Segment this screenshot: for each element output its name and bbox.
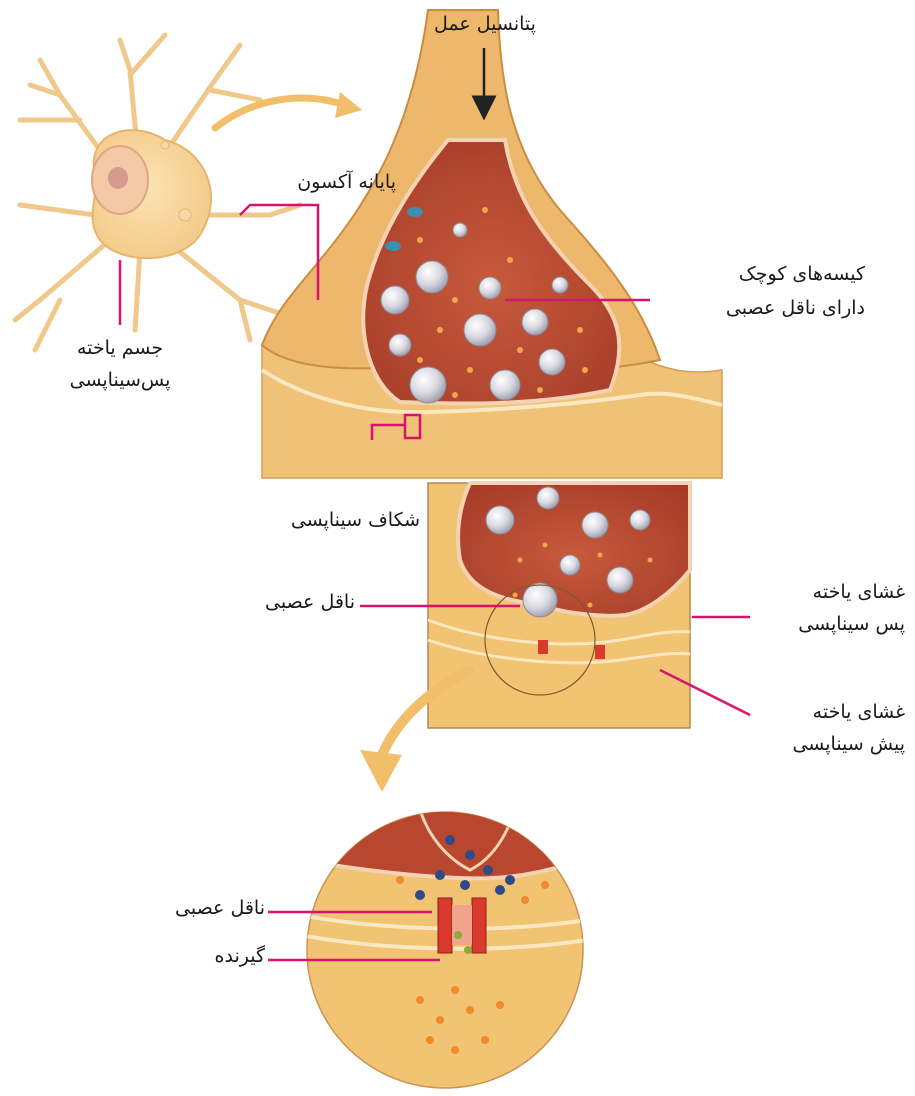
postsynaptic-membrane-label: غشای یاخته پس سیناپسی	[755, 580, 905, 637]
curved-arrow-head-icon	[360, 750, 402, 792]
curved-arrow-icon	[215, 98, 345, 128]
receptor-label: گیرنده	[150, 944, 265, 970]
zoom-circle	[300, 810, 600, 1088]
curved-arrow-head-icon	[335, 92, 362, 118]
presynaptic-membrane-label-line2: پیش سیناپسی	[740, 732, 905, 758]
vesicles-label: کیسه‌های کوچک دارای ناقل عصبی	[660, 262, 865, 321]
axon-terminal-panel	[262, 10, 722, 478]
action-potential-label: پتانسیل عمل	[395, 12, 575, 38]
vesicles-label-line1: کیسه‌های کوچک	[660, 262, 865, 288]
axon-terminal-label: پایانه آکسون	[246, 170, 396, 196]
postsynaptic-membrane-label-line2: پس سیناپسی	[755, 612, 905, 638]
postsynaptic-body-label-line1: جسم یاخته	[20, 336, 220, 362]
neurotransmitter-label-mid: ناقل عصبی	[225, 590, 355, 616]
postsynaptic-body-label-line2: پس‌سیناپسی	[20, 368, 220, 394]
postsynaptic-body-label: جسم یاخته پس‌سیناپسی	[20, 336, 220, 393]
postsynaptic-membrane-label-line1: غشای یاخته	[755, 580, 905, 606]
presynaptic-membrane-label: غشای یاخته پیش سیناپسی	[740, 700, 905, 757]
presynaptic-membrane-label-line1: غشای یاخته	[740, 700, 905, 726]
synaptic-cleft-label: شکاف سیناپسی	[210, 508, 420, 534]
vesicles-label-line2: دارای ناقل عصبی	[660, 296, 865, 322]
neurotransmitter-label-zoom: ناقل عصبی	[130, 896, 265, 922]
